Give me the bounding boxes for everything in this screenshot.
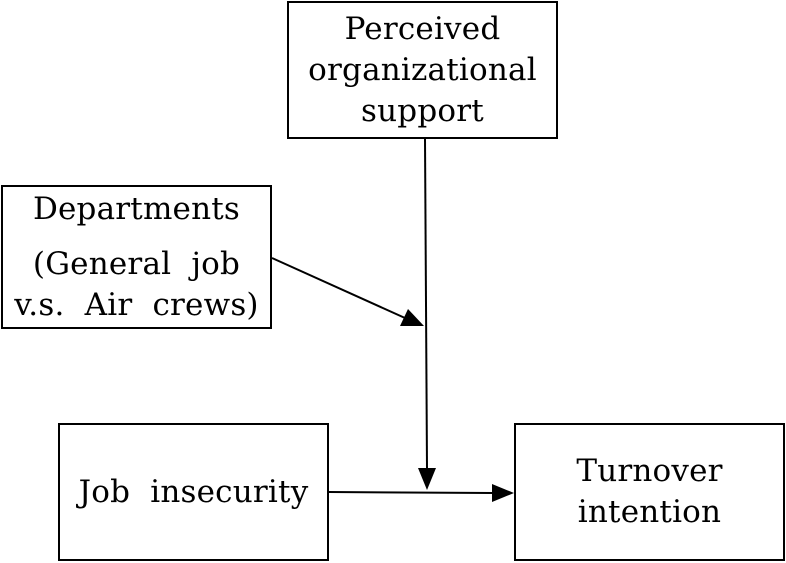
- arrowhead-turnover: [492, 484, 514, 502]
- arrow-support-to-path: [424, 138, 428, 469]
- node-label-line: organizational: [308, 51, 537, 88]
- node-label-line: Turnover: [576, 453, 723, 489]
- node-label-line: Perceived: [344, 10, 501, 47]
- arrowhead-path: [418, 468, 436, 490]
- node-label-line: intention: [577, 494, 722, 530]
- node-label-line: Job insecurity: [78, 473, 309, 510]
- node-job-insecurity: Job insecurity: [58, 423, 329, 561]
- node-label-line: support: [361, 92, 484, 129]
- arrow-departments-to-support: [271, 257, 406, 319]
- node-perceived-organizational-support: Perceived organizational support: [287, 1, 558, 139]
- node-label-line: v.s. Air crews): [14, 286, 259, 323]
- node-label-line: (General job: [32, 245, 241, 282]
- arrow-job-to-turnover: [328, 491, 494, 494]
- node-departments: Departments (General job v.s. Air crews): [1, 185, 272, 329]
- node-label-line: Departments: [32, 190, 241, 227]
- node-turnover-intention: Turnover intention: [514, 423, 785, 561]
- arrowhead-support: [400, 309, 424, 326]
